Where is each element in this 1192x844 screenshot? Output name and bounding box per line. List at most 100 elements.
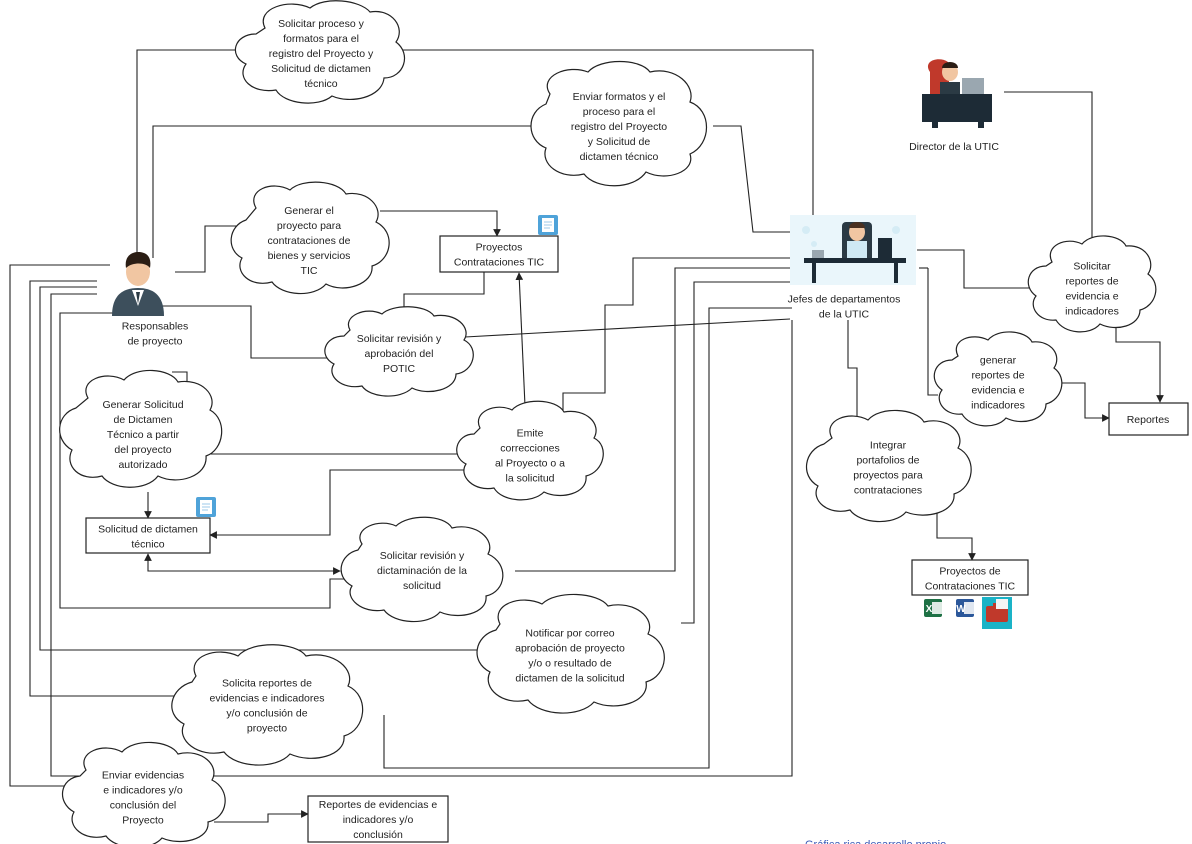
team-leader-icon <box>790 215 916 285</box>
process-clouds <box>59 0 1157 844</box>
cloud-emite-correcciones-text-line: al Proyecto o a <box>495 458 565 470</box>
cloud-enviar-formatos-text-line: y Solicitud de <box>588 136 651 148</box>
cloud-solicita-reportes-text-line: evidencias e indicadores <box>210 693 325 705</box>
cloud-solicitar-reportes-evidencia <box>1027 235 1157 333</box>
cloud-notificar-correo-text-line: Notificar por correo <box>525 628 614 640</box>
cloud-generar-reportes-text-line: indicadores <box>971 400 1025 412</box>
cloud-solicita-reportes-text-line: Solicita reportes de <box>222 678 312 690</box>
cloud-generar-proyecto-text-line: Generar el <box>284 205 334 217</box>
cloud-solicita-reportes-text-line: proyecto <box>247 723 287 735</box>
cloud-emite-correcciones-text-line: la solicitud <box>505 473 554 485</box>
cloud-generar-reportes <box>933 331 1063 427</box>
cloud-generar-proyecto-text-line: TIC <box>301 265 318 277</box>
cloud-solicita-reportes <box>171 644 364 766</box>
cloud-solicitar-proceso-text-line: Solicitar proceso y <box>278 18 365 30</box>
cloud-generar-solicitud-text-line: Generar Solicitud <box>102 399 183 411</box>
box-proyectos-contrataciones-top-text-line: Proyectos <box>476 242 523 254</box>
cloud-integrar-portafolios-text-line: proyectos para <box>853 470 923 482</box>
cloud-generar-solicitud-text-line: autorizado <box>118 459 167 471</box>
source-note: Gráfica rica desarrollo propio <box>805 839 946 844</box>
box-solicitud-dictamen <box>85 517 211 554</box>
cloud-solicitar-dictaminacion-text-line: solicitud <box>403 580 441 592</box>
cloud-solicitar-reportes-evidencia-text-line: evidencia e <box>1065 291 1118 303</box>
cloud-notificar-correo-text-line: y/o o resultado de <box>528 658 612 670</box>
cloud-generar-solicitud-text-line: de Dictamen <box>114 414 173 426</box>
box-reportes <box>1108 402 1189 436</box>
cloud-solicitar-dictaminacion <box>340 516 504 623</box>
cloud-enviar-evidencias <box>61 741 226 844</box>
cloud-generar-solicitud-text-line: Técnico a partir <box>107 429 180 441</box>
connectors <box>9 49 1164 823</box>
document-icon <box>538 215 558 235</box>
cloud-integrar-portafolios-text: Integrar portafolios de proyectos para cont… <box>853 440 923 497</box>
box-proyectos-contrataciones-top <box>439 235 559 273</box>
person-icon <box>112 252 164 316</box>
cloud-solicitar-reportes-evidencia-text-line: reportes de <box>1065 276 1118 288</box>
cloud-solicitar-proceso-text-line: formatos para el <box>283 33 359 45</box>
box-proyectos-contrataciones-right <box>911 559 1029 596</box>
actor-responsables-label: Responsables de proyecto <box>122 321 189 348</box>
cloud-enviar-formatos-text-line: proceso para el <box>583 106 655 118</box>
cloud-solicitar-revision-potic <box>324 306 474 397</box>
actor-director-label-line: Director de la UTIC <box>909 141 999 153</box>
cloud-solicitar-reportes-evidencia-text: Solicitar reportes de evidencia e indicador… <box>1065 261 1119 318</box>
box-proyectos-contrataciones-right-text-line: Proyectos de <box>939 566 1000 578</box>
cloud-solicitar-reportes-evidencia-text-line: Solicitar <box>1073 261 1111 273</box>
cloud-solicitar-revision-potic-text-line: aprobación del <box>365 348 434 360</box>
box-reportes-evidencias <box>307 795 449 843</box>
cloud-solicitar-revision-potic-text-line: POTIC <box>383 363 416 375</box>
cloud-integrar-portafolios-text-line: contrataciones <box>854 485 922 497</box>
actor-responsables-label-line: Responsables <box>122 321 189 333</box>
cloud-integrar-portafolios-text-line: portafolios de <box>856 455 919 467</box>
actor-responsables-label-line: de proyecto <box>128 336 183 348</box>
cloud-notificar-correo-text-line: aprobación de proyecto <box>515 643 625 655</box>
cloud-enviar-evidencias-text-line: Enviar evidencias <box>102 770 184 782</box>
cloud-enviar-formatos-text-line: Enviar formatos y el <box>573 91 666 103</box>
cloud-generar-solicitud-text-line: del proyecto <box>114 444 171 456</box>
box-reportes-text-line: Reportes <box>1127 414 1170 426</box>
cloud-enviar-evidencias-text-line: Proyecto <box>122 815 164 827</box>
cloud-integrar-portafolios-text-line: Integrar <box>870 440 907 452</box>
cloud-enviar-formatos-text-line: dictamen técnico <box>580 151 659 163</box>
cloud-solicitar-reportes-evidencia-text-line: indicadores <box>1065 306 1119 318</box>
cloud-generar-reportes-text-line: reportes de <box>971 370 1024 382</box>
cloud-solicitar-dictaminacion-text-line: dictaminación de la <box>377 565 467 577</box>
cloud-solicitar-proceso-text: Solicitar proceso y formatos para el regis… <box>269 18 374 90</box>
box-proyectos-contrataciones-top-text-line: Contrataciones TIC <box>454 257 545 269</box>
cloud-solicitar-proceso-text-line: registro del Proyecto y <box>269 48 374 60</box>
cloud-emite-correcciones <box>456 400 604 501</box>
cloud-enviar-formatos <box>530 61 708 187</box>
excel-icon: X <box>924 599 942 617</box>
cloud-generar-solicitud <box>59 369 223 488</box>
cloud-generar-proyecto-text-line: proyecto para <box>277 220 341 232</box>
cloud-enviar-evidencias-text-line: conclusión del <box>110 800 177 812</box>
word-icon: W <box>956 599 974 617</box>
cloud-solicitar-proceso-text-line: Solicitud de dictamen <box>271 63 371 75</box>
excel-icon-letter: X <box>926 604 933 615</box>
cloud-enviar-formatos-text-line: registro del Proyecto <box>571 121 667 133</box>
cloud-integrar-portafolios <box>805 409 972 523</box>
cloud-solicitar-proceso <box>234 0 406 104</box>
cloud-generar-proyecto-text-line: bienes y servicios <box>268 250 351 262</box>
cloud-notificar-correo <box>476 593 665 714</box>
cloud-generar-proyecto <box>230 181 390 295</box>
box-reportes-evidencias-text-line: indicadores y/o <box>343 814 414 826</box>
cloud-emite-correcciones-text-line: Emite <box>517 428 544 440</box>
cloud-generar-reportes-text-line: evidencia e <box>971 385 1024 397</box>
word-icon-letter: W <box>956 604 966 615</box>
diagram-labels: Solicitar proceso y formatos para el regis… <box>98 18 1169 844</box>
actor-jefes-label-line: Jefes de departamentos <box>788 294 901 306</box>
